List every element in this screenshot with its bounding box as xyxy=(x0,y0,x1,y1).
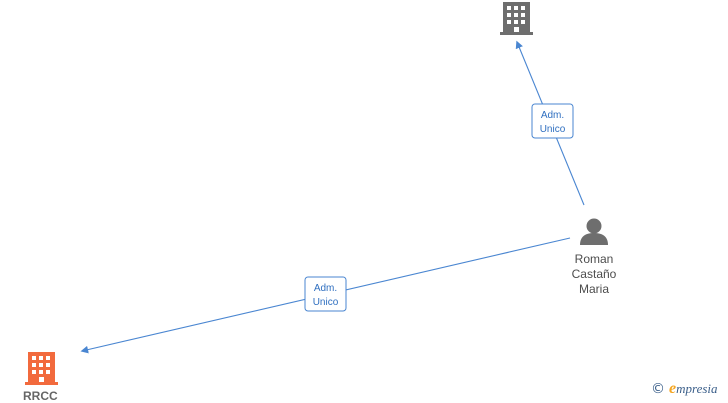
edge-label-line: Unico xyxy=(540,124,566,135)
edge-label-line: Adm. xyxy=(314,283,337,294)
company-label[interactable]: RRCC xyxy=(23,389,58,403)
edge-label[interactable]: Adm. Unico xyxy=(531,103,574,139)
building-icon[interactable] xyxy=(25,352,58,385)
brand-watermark: ©empresia xyxy=(651,380,718,398)
edge-label-line: Adm. xyxy=(541,110,564,121)
person-name-line: Roman xyxy=(574,252,614,266)
brand-name: mpresia xyxy=(676,381,718,396)
brand-initial: e xyxy=(669,380,677,397)
copyright-icon: © xyxy=(651,381,665,397)
person-icon[interactable] xyxy=(580,218,608,246)
person-name-line: Maria xyxy=(578,282,609,296)
edge-label-line: Unico xyxy=(313,297,339,308)
building-icon[interactable] xyxy=(500,2,533,35)
person-name-line: Castaño xyxy=(571,267,617,281)
person-name[interactable]: Roman Castaño Maria xyxy=(556,252,632,297)
edge-label[interactable]: Adm. Unico xyxy=(304,276,347,312)
